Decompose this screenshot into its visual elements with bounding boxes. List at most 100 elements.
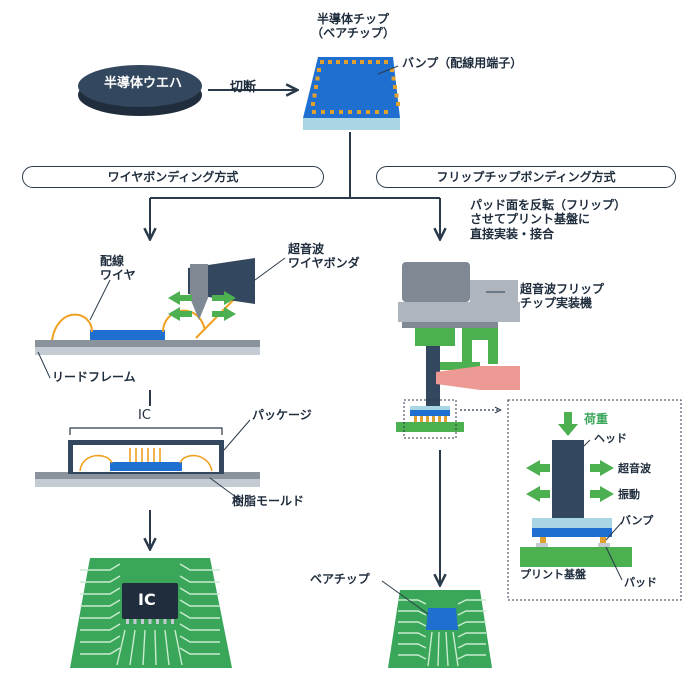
pcb-trace [80,647,121,655]
pcb-trace [452,631,459,667]
bump-dot [328,60,332,64]
bump-dot [384,110,388,114]
wafer-label: 半導体ウエハ [103,76,182,91]
pcb-trace [179,599,220,607]
wire-bonder-tool [188,258,255,320]
bare-chip-label: ベアチップ [310,572,370,586]
pad-label: パッド [624,576,657,589]
bump-dot [315,76,320,81]
resin-mold-label: 樹脂モールド [232,494,305,508]
bump-dot [339,110,343,114]
pcb-trace [80,575,121,583]
ic-pin [126,619,129,624]
pcb-trace [398,610,427,616]
pcb-trace [457,654,486,660]
bump-dot [311,102,315,106]
pcb-trace [179,623,220,631]
bump-dot [321,110,325,114]
vibration-arrows [526,460,614,502]
pcb-trace [457,610,486,616]
pcb-trace [154,629,157,666]
pcb-trace [179,635,220,643]
lead-frame-shape [35,340,260,355]
bump-dot [393,85,397,89]
resin-pointer [209,477,241,501]
pcb-trace [457,643,486,649]
ultrasonic-arrows-wire [168,291,236,321]
method-wire-pill: ワイヤボンディング方式 [22,166,324,188]
ic-label: IC [138,408,151,423]
bump-pointer [377,65,399,75]
package-label: パッケージ [252,408,312,422]
method-flip-pill: フリップチップボンディング方式 [376,166,676,188]
head-label: ヘッド [594,432,627,445]
ic-pin [133,619,137,624]
ic-pin [171,619,174,624]
cut-label: 切断 [230,80,257,95]
pcb-trace [174,629,183,666]
pcb-trace [80,563,121,571]
pcb-trace [457,599,486,605]
pcb-trace [445,631,449,667]
load-label: 荷重 [584,412,609,426]
bump-dot [314,85,318,89]
pcb-trace [80,587,121,595]
bump-small-pointer [605,521,623,541]
bump-dot [330,110,334,114]
bump-dot [317,68,321,72]
bump-dot [360,60,364,64]
pcb-trace [179,563,220,571]
bump-dot [312,93,317,98]
bump-dot [366,110,370,114]
pcb-trace [164,629,170,666]
bump-dot [391,76,396,81]
lead-frame-label: リードフレーム [52,370,136,384]
bump-dot [396,102,400,106]
ic-pin [141,619,144,624]
zoom-box-small [403,399,457,439]
head-pointer [583,439,591,447]
bump-dot [357,110,361,114]
pcb-label: プリント基盤 [520,568,586,581]
pad-small-pointer [605,546,623,581]
wire-pointer [89,279,111,321]
bump-dot [344,60,348,64]
bump-dot [348,110,352,114]
bump-dot [384,60,388,64]
package-pointer [223,419,251,451]
pcb-trace [398,654,427,660]
bump-dot [375,110,379,114]
bump-label: バンプ（配線用端子） [402,56,523,70]
wafer-icon [78,65,202,116]
flip-note: パッド面を反転（フリップ） させてプリント基盤に 直接実装・接合 [470,198,627,241]
flip-chip-machine [398,262,520,406]
pcb-right [388,590,492,668]
pcb-trace [80,635,121,643]
bonder-pointer [254,257,286,281]
leadframe-pointer [37,351,51,379]
pcb-left [70,558,232,668]
ultrasonic-label: 超音波 [618,462,651,475]
vibration-label: 振動 [618,488,640,501]
pcb-trace [398,621,427,627]
flip-chip-on-board [396,406,464,432]
pcb-trace [179,587,220,595]
bump-small-label: バンプ [620,514,654,527]
bump-dot [394,93,399,98]
bare-chip-icon [303,57,400,130]
bare-chip-pointer [381,580,429,615]
bump-dot [336,60,340,64]
ultrasonic-wire-bonder-label: 超音波 ワイヤボンダ [288,242,360,271]
pcb-trace [142,629,146,666]
pcb-trace [457,632,486,638]
wire-label: 配線 ワイヤ [100,254,136,283]
head-block [552,440,584,518]
pcb-trace [80,599,121,607]
ic-bracket [69,427,223,435]
pcb-trace [179,611,220,619]
ic-package-shape [35,440,260,487]
pcb-trace [80,611,121,619]
pcb-trace [398,599,427,605]
pcb-trace [179,575,220,583]
ic-pin [163,619,167,624]
